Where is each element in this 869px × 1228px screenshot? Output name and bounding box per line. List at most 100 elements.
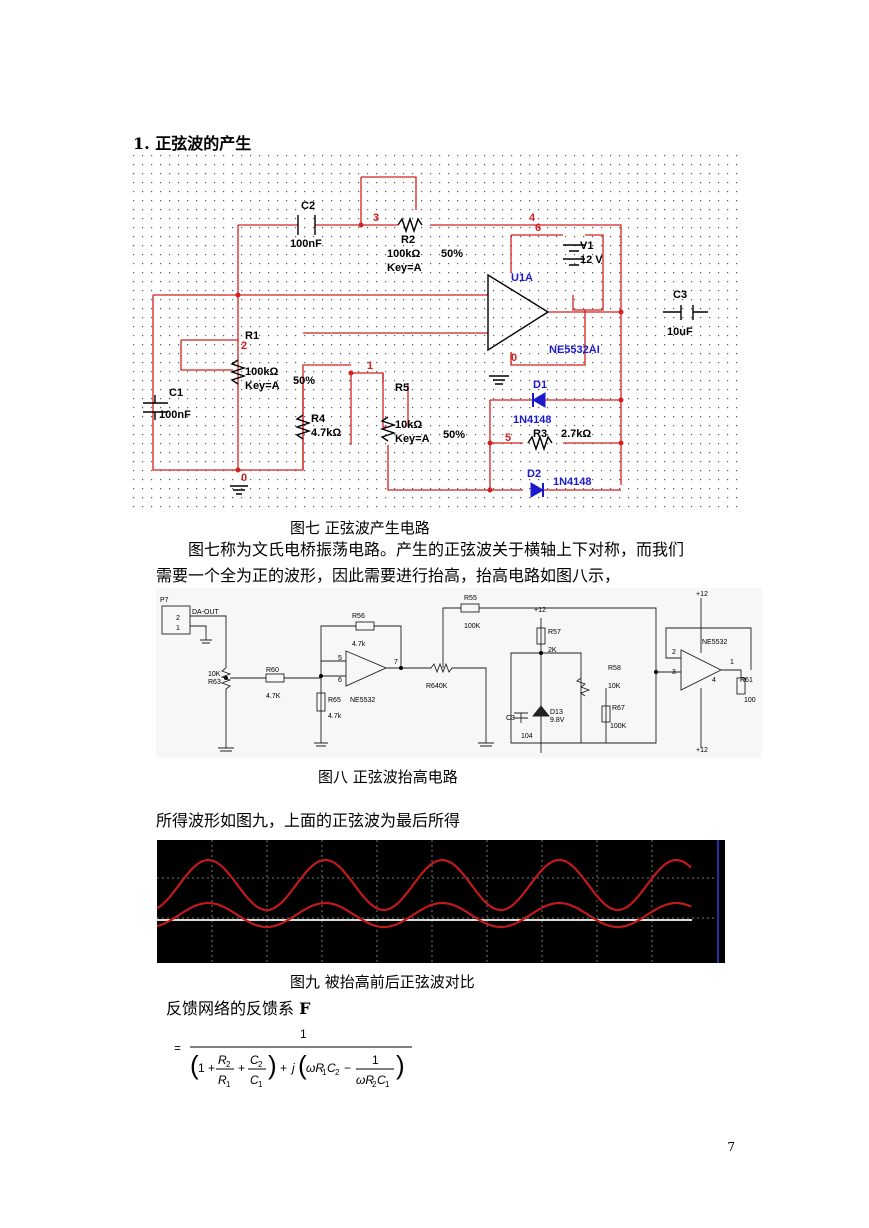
omega-r1-sub: 1: [322, 1068, 327, 1077]
r55: R55: [464, 595, 477, 602]
label-r4: R4: [311, 413, 326, 425]
r60-value: 4.7K: [266, 693, 281, 700]
r58: R58: [608, 665, 621, 672]
r67-value: 100K: [610, 723, 627, 730]
formula-symbol: F: [299, 999, 311, 1018]
omega-c2: C: [327, 1061, 336, 1075]
r58-value: 10K: [608, 683, 621, 690]
label-r5-value: 10kΩ: [395, 419, 422, 431]
plus12-a: +12: [534, 607, 546, 614]
label-r2-key: Key=A: [387, 262, 422, 274]
svg-text:(: (: [298, 1050, 307, 1080]
r67: R67: [612, 705, 625, 712]
label-u1a: U1A: [511, 272, 533, 284]
label-c1: C1: [169, 387, 183, 399]
lift-circuit: P7 DA-OUT 2 1 10K R63 R60 4.7K R56 4.7k …: [156, 588, 762, 758]
c3-value: 104: [521, 733, 533, 740]
inner-numerator: 1: [372, 1053, 379, 1067]
label-r3-value: 2.7kΩ: [561, 428, 591, 440]
r61: R61: [740, 677, 753, 684]
label-r1-value: 100kΩ: [245, 366, 278, 378]
omega-r2-sub: 2: [372, 1080, 377, 1089]
label-r1-percent: 50%: [293, 375, 315, 387]
d13-value: 9.8V: [550, 717, 565, 724]
fig7-caption: 图七 正弦波产生电路: [290, 519, 430, 537]
C2: C: [250, 1053, 259, 1067]
pin-1: 1: [176, 625, 180, 632]
pin-2: 2: [176, 615, 180, 622]
omega-r1: ωR: [306, 1061, 324, 1075]
node-4: 4: [529, 212, 536, 224]
label-c2: C2: [301, 200, 315, 212]
label-r2-value: 100kΩ: [387, 248, 420, 260]
ne5532-1: NE5532: [350, 697, 375, 704]
feedback-formula: = 1 ( 1 + R 2 R 1 + C 2 C 1 ) + j ( ωR 1…: [174, 1027, 412, 1089]
r55-value: 100K: [464, 623, 481, 630]
paragraph-line-3: 所得波形如图九，上面的正弦波为最后所得: [156, 811, 461, 830]
r60: R60: [266, 667, 279, 674]
j: j: [290, 1061, 295, 1075]
p7: P7: [160, 597, 169, 604]
oscilloscope-waveform: [157, 840, 725, 963]
label-r5-percent: 50%: [443, 429, 465, 441]
C1: C: [250, 1073, 259, 1087]
ne5532-2: NE5532: [702, 639, 727, 646]
plus-2: +: [280, 1061, 287, 1075]
c3: C3: [506, 715, 515, 722]
r65-value: 4.7k: [328, 713, 342, 720]
r63-value: 10K: [208, 671, 221, 678]
label-r5-key: Key=A: [395, 433, 430, 445]
plus-1: +: [238, 1061, 245, 1075]
fig8-caption: 图八 正弦波抬高电路: [318, 768, 458, 786]
fig9-caption: 图九 被抬高前后正弦波对比: [290, 973, 475, 991]
label-c3: C3: [673, 289, 687, 301]
label-d1-value: 1N4148: [513, 414, 552, 426]
opamp2-pin-4: 4: [712, 677, 716, 684]
node-6: 6: [535, 222, 541, 234]
r63: R63: [208, 679, 221, 686]
label-c3-value: 10uF: [667, 326, 693, 338]
page-number: 7: [727, 1140, 735, 1154]
r57: R57: [548, 629, 561, 636]
label-r2: R2: [401, 234, 415, 246]
R2: R: [218, 1053, 227, 1067]
node-3: 3: [373, 212, 379, 224]
label-r1-key: Key=A: [245, 380, 280, 392]
opamp-pin-7: 7: [394, 659, 398, 666]
d13: D13: [550, 709, 563, 716]
formula-intro-text: 反馈网络的反馈系: [166, 999, 300, 1018]
label-r5: R5: [395, 382, 409, 394]
eq-sign: =: [174, 1041, 181, 1055]
sine-wave-original: [157, 901, 692, 929]
R2-sub: 2: [226, 1060, 231, 1069]
opamp2-pin-3: 3: [672, 669, 676, 676]
r640k: R640K: [426, 683, 448, 690]
daout: DA-OUT: [192, 609, 220, 616]
svg-text:(: (: [190, 1050, 199, 1080]
plus12-c: +12: [696, 747, 708, 754]
opamp2-pin-2: 2: [672, 649, 676, 656]
label-ne5532: NE5532AI: [549, 344, 600, 356]
opamp-pin-5: 5: [338, 655, 342, 662]
paragraph-line-1: 图七称为文氏电桥振荡电路。产生的正弦波关于横轴上下对称，而我们: [188, 540, 685, 559]
node-5: 5: [505, 432, 511, 444]
plus12-b: +12: [696, 591, 708, 598]
section-heading: 1. 正弦波的产生: [133, 134, 252, 153]
label-r3: R3: [533, 428, 547, 440]
label-r4-value: 4.7kΩ: [311, 427, 341, 439]
label-v1-value: 12 V: [580, 254, 603, 266]
omega-r2: ωR: [356, 1073, 374, 1087]
r56: R56: [352, 613, 365, 620]
r57-value: 2K: [548, 647, 557, 654]
opamp2-pin-1: 1: [730, 659, 734, 666]
node-0a: 0: [511, 352, 517, 364]
node-0b: 0: [241, 472, 247, 484]
node-1: 1: [367, 360, 373, 372]
label-d1: D1: [533, 379, 547, 391]
label-r2-percent: 50%: [441, 248, 463, 260]
omega-c1-sub: 1: [385, 1080, 390, 1089]
R1: R: [218, 1073, 227, 1087]
omega-c2-sub: 2: [335, 1068, 340, 1077]
label-c1-value: 100nF: [159, 409, 191, 421]
r56-value: 4.7k: [352, 641, 366, 648]
